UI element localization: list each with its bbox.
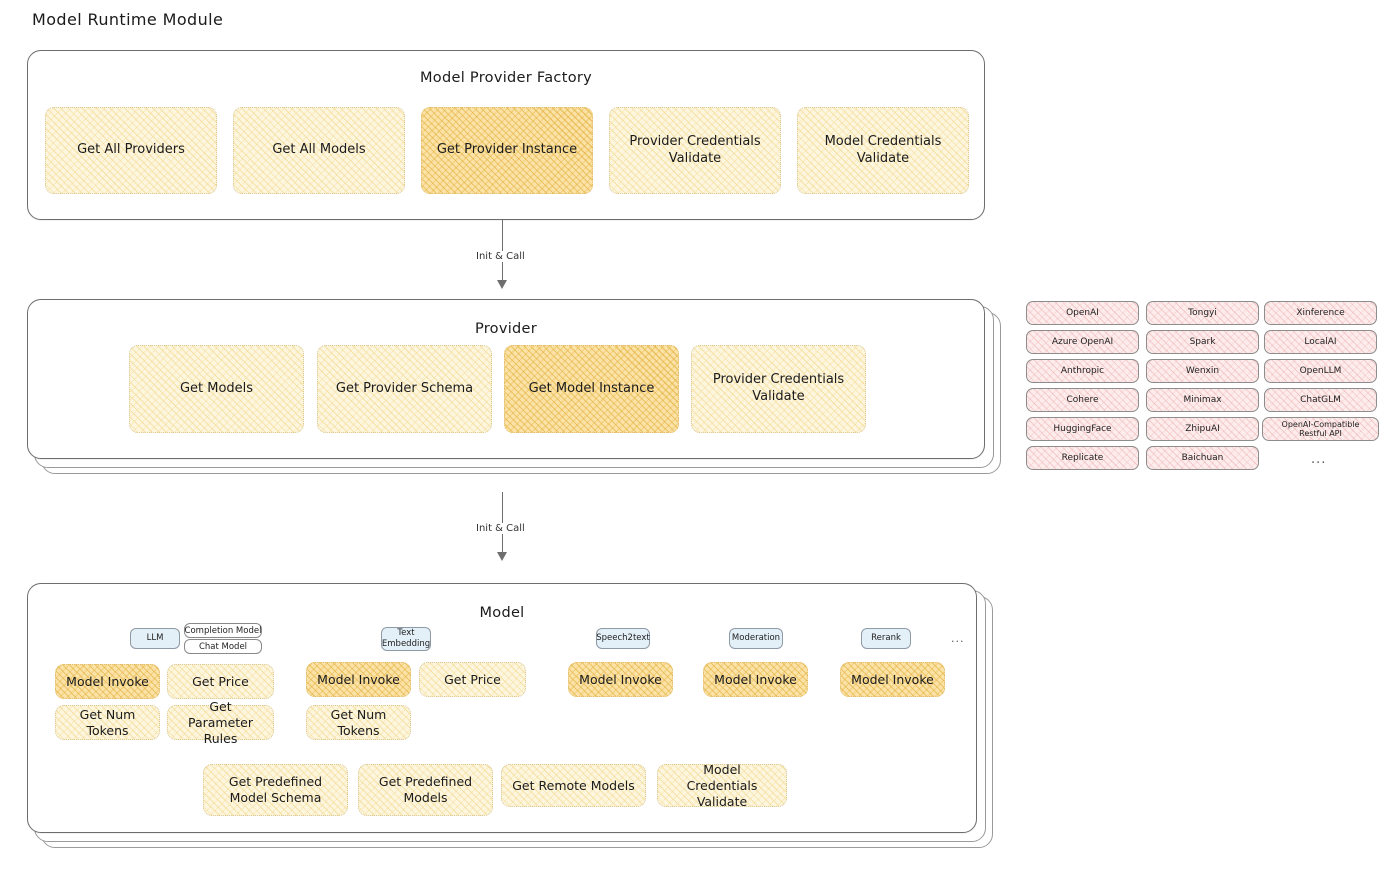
arrow-factory-to-provider-head [497, 280, 507, 289]
factory-box-provider-credentials-validate[interactable]: Provider Credentials Validate [609, 107, 781, 194]
llm-method-get-price[interactable]: Get Price [167, 664, 274, 699]
factory-box-get-all-models[interactable]: Get All Models [233, 107, 405, 194]
arrow-provider-to-model-label: Init & Call [472, 523, 529, 534]
model-type-badge-chat-model[interactable]: Chat Model [184, 639, 262, 654]
provider-chip-zhipuai[interactable]: ZhipuAI [1146, 417, 1259, 441]
provider-box-get-models[interactable]: Get Models [129, 345, 304, 433]
provider-title: Provider [474, 321, 538, 337]
model-type-chip-llm[interactable]: LLM [130, 628, 180, 649]
model-shared-get-predefined-models[interactable]: Get Predefined Models [358, 764, 493, 816]
provider-list-more: ... [1311, 452, 1327, 467]
provider-chip-xinference[interactable]: Xinference [1264, 301, 1377, 325]
llm-method-get-num-tokens[interactable]: Get Num Tokens [55, 705, 160, 740]
provider-chip-spark[interactable]: Spark [1146, 330, 1259, 354]
model-type-chip-rerank[interactable]: Rerank [861, 628, 911, 649]
text-embedding-method-get-num-tokens[interactable]: Get Num Tokens [306, 705, 411, 740]
moderation-method-model-invoke[interactable]: Model Invoke [703, 662, 808, 697]
model-type-chip-text-embedding[interactable]: Text Embedding [381, 627, 431, 651]
provider-chip-openai-compatible-restful-api[interactable]: OpenAI-Compatible Restful API [1262, 417, 1379, 441]
provider-chip-baichuan[interactable]: Baichuan [1146, 446, 1259, 470]
model-shared-get-predefined-model-schema[interactable]: Get Predefined Model Schema [203, 764, 348, 816]
arrow-provider-to-model-head [497, 552, 507, 561]
provider-chip-huggingface[interactable]: HuggingFace [1026, 417, 1139, 441]
model-type-badge-completion-model[interactable]: Completion Model [184, 623, 262, 638]
text-embedding-method-get-price[interactable]: Get Price [419, 662, 526, 697]
provider-box-get-model-instance[interactable]: Get Model Instance [504, 345, 679, 433]
factory-box-model-credentials-validate[interactable]: Model Credentials Validate [797, 107, 969, 194]
provider-chip-chatglm[interactable]: ChatGLM [1264, 388, 1377, 412]
factory-box-get-provider-instance[interactable]: Get Provider Instance [421, 107, 593, 194]
provider-chip-localai[interactable]: LocalAI [1264, 330, 1377, 354]
provider-chip-azure-openai[interactable]: Azure OpenAI [1026, 330, 1139, 354]
provider-chip-openai[interactable]: OpenAI [1026, 301, 1139, 325]
provider-chip-replicate[interactable]: Replicate [1026, 446, 1139, 470]
provider-box-provider-credentials-validate[interactable]: Provider Credentials Validate [691, 345, 866, 433]
rerank-method-model-invoke[interactable]: Model Invoke [840, 662, 945, 697]
provider-chip-tongyi[interactable]: Tongyi [1146, 301, 1259, 325]
page-title: Model Runtime Module [32, 10, 224, 29]
llm-method-model-invoke[interactable]: Model Invoke [55, 664, 160, 699]
model-shared-model-credentials-validate[interactable]: Model Credentials Validate [657, 762, 787, 809]
model-title: Model [479, 605, 525, 621]
model-type-chip-speech2text[interactable]: Speech2text [596, 628, 650, 649]
speech2text-method-model-invoke[interactable]: Model Invoke [568, 662, 673, 697]
llm-method-get-parameter-rules[interactable]: Get Parameter Rules [167, 699, 274, 746]
provider-chip-cohere[interactable]: Cohere [1026, 388, 1139, 412]
provider-box-get-provider-schema[interactable]: Get Provider Schema [317, 345, 492, 433]
provider-chip-openllm[interactable]: OpenLLM [1264, 359, 1377, 383]
model-shared-get-remote-models[interactable]: Get Remote Models [501, 764, 646, 807]
model-type-chip-moderation[interactable]: Moderation [729, 628, 783, 649]
factory-box-get-all-providers[interactable]: Get All Providers [45, 107, 217, 194]
provider-chip-minimax[interactable]: Minimax [1146, 388, 1259, 412]
text-embedding-method-model-invoke[interactable]: Model Invoke [306, 662, 411, 697]
provider-chip-anthropic[interactable]: Anthropic [1026, 359, 1139, 383]
provider-chip-wenxin[interactable]: Wenxin [1146, 359, 1259, 383]
factory-title: Model Provider Factory [419, 70, 593, 86]
arrow-factory-to-provider-label: Init & Call [472, 251, 529, 262]
model-types-more: ... [951, 632, 965, 645]
